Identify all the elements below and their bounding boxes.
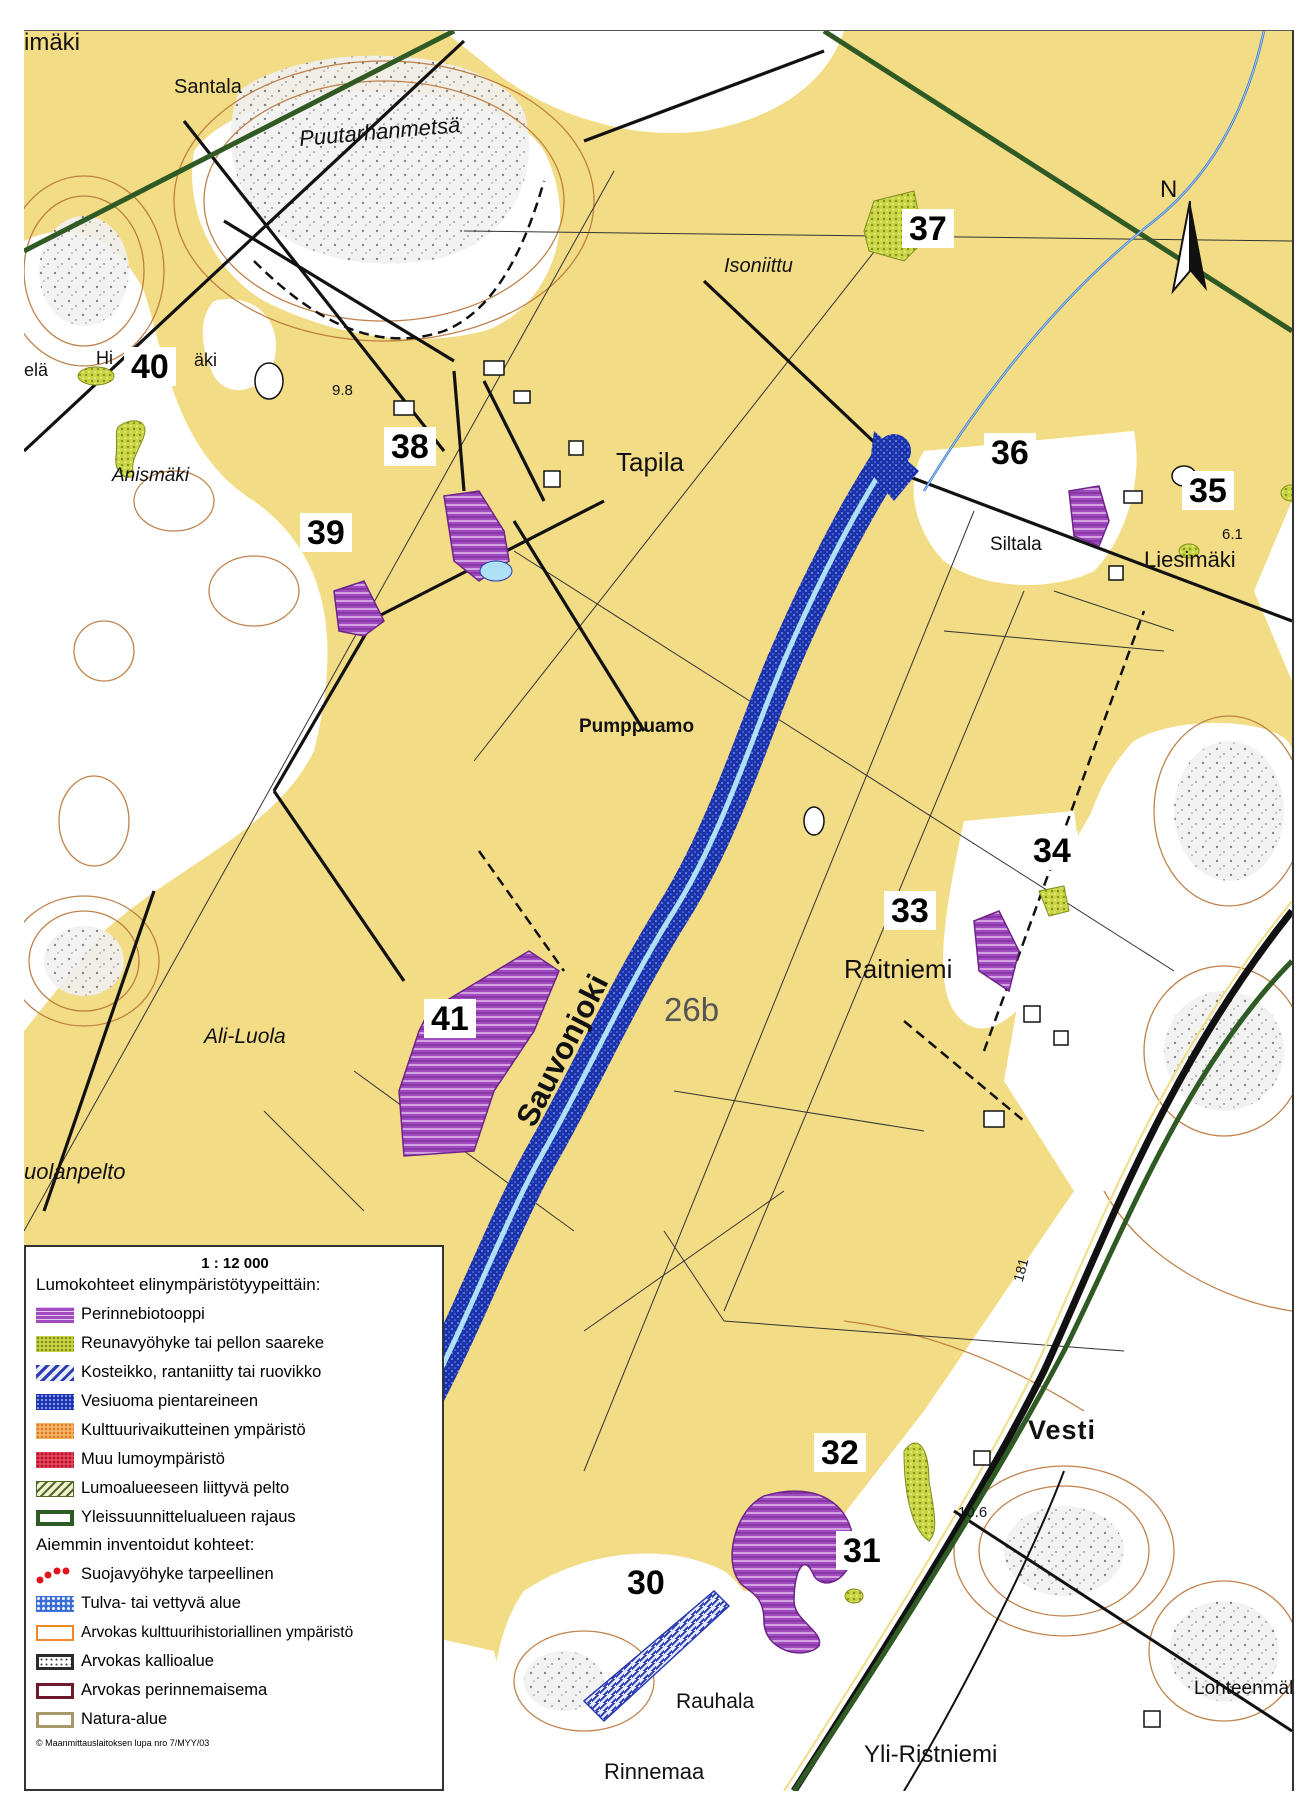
legend-label: Arvokas perinnemaisema [81, 1681, 268, 1699]
legend-label: Kosteikko, rantaniitty tai ruovikko [81, 1363, 322, 1381]
site-number-37[interactable]: 37 [902, 209, 954, 248]
blue-diagonal-swatch-icon [36, 1364, 74, 1381]
site-number-32[interactable]: 32 [814, 1433, 866, 1472]
site-number-33[interactable]: 33 [884, 891, 936, 930]
legend-row: Natura-alue [36, 1705, 434, 1734]
blue-pattern-swatch-icon [36, 1595, 74, 1612]
dark-dotted-outline-swatch-icon [36, 1653, 74, 1670]
site-number-31[interactable]: 31 [836, 1531, 888, 1570]
place-lohteenmaki: Lohteenmäki [1194, 1678, 1294, 1699]
place-ela: elä [24, 360, 49, 380]
orange-outline-swatch-icon [36, 1624, 74, 1641]
place-rauhala: Rauhala [676, 1690, 755, 1713]
legend-row: Suojavyöhyke tarpeellinen [36, 1560, 434, 1589]
place-yli-ristniemi: Yli-Ristniemi [864, 1741, 998, 1768]
legend-row: Reunavyöhyke tai pellon saareke [36, 1329, 434, 1358]
legend-row: Arvokas kulttuurihistoriallinen ympärist… [36, 1618, 434, 1647]
legend-row: Vesiuoma pientareineen [36, 1387, 434, 1416]
zone-label: 26b [664, 991, 720, 1028]
maroon-outline-swatch-icon [36, 1682, 74, 1699]
place-santala: Santala [174, 76, 242, 98]
site-number-38[interactable]: 38 [384, 427, 436, 466]
place-siltala: Siltala [990, 534, 1042, 555]
legend-label: Perinnebiotooppi [81, 1305, 205, 1323]
legend-label: Arvokas kallioalue [81, 1652, 214, 1670]
legend-copyright: © Maanmittauslaitoksen lupa nro 7/MYY/03 [36, 1738, 210, 1748]
legend-label: Vesiuoma pientareineen [81, 1392, 259, 1410]
elevation-label: 6.1 [1222, 526, 1243, 543]
orange-dotted-swatch-icon [36, 1422, 74, 1439]
legend-row: Arvokas perinnemaisema [36, 1676, 434, 1705]
contour-lines [24, 60, 1292, 1732]
legend-row: Yleissuunnittelualueen rajaus [36, 1503, 434, 1532]
site-number-36[interactable]: 36 [984, 433, 1036, 472]
green-stripe-swatch-icon [36, 1480, 74, 1497]
legend-label: Reunavyöhyke tai pellon saareke [81, 1334, 325, 1352]
elevation-label: 9.8 [332, 382, 353, 399]
place-imaki: imäki [24, 30, 81, 56]
legend-row: Muu lumoympäristö [36, 1445, 434, 1474]
elevation-label: 10.6 [958, 1504, 988, 1521]
north-arrow-icon: N [1160, 176, 1207, 295]
legend-row: Kulttuurivaikutteinen ympäristö [36, 1416, 434, 1445]
legend-heading-habitats: Lumokohteet elinympäristötyypeittäin: [36, 1275, 321, 1294]
site-number-35[interactable]: 35 [1182, 471, 1234, 510]
map-legend: 1 : 12 000 Lumokohteet elinympäristötyyp… [24, 1245, 444, 1791]
map-frame[interactable]: imäki Santala Puutarhanmetsä Isoniittu H… [24, 30, 1294, 1791]
place-ali-luola: Ali-Luola [204, 1025, 286, 1048]
pond [479, 560, 513, 582]
legend-label: Yleissuunnittelualueen rajaus [81, 1508, 296, 1526]
red-dotted-swatch-icon [36, 1451, 74, 1468]
place-rinnemaa: Rinnemaa [604, 1759, 705, 1784]
habitat-perinnebiotooppi [333, 485, 1110, 1654]
place-anismaki: Anismäki [112, 465, 190, 486]
legend-row: Kosteikko, rantaniitty tai ruovikko [36, 1358, 434, 1387]
place-vesti: Vesti [1028, 1415, 1097, 1445]
place-hiimaki-b: äki [194, 350, 218, 370]
red-dots-swatch-icon [36, 1567, 70, 1583]
place-hiimaki-a: Hi [96, 348, 113, 368]
legend-label: Muu lumoympäristö [81, 1450, 225, 1468]
legend-row: Tulva- tai vettyvä alue [36, 1589, 434, 1618]
green-dotted-swatch-icon [36, 1335, 74, 1352]
place-raitniemi: Raitniemi [844, 954, 953, 984]
purple-hatch-swatch-icon [36, 1306, 74, 1323]
place-tapila: Tapila [616, 447, 684, 477]
site-number-40[interactable]: 40 [124, 347, 176, 386]
river-sauvonjoki [397, 431, 919, 1438]
green-outline-swatch-icon [36, 1509, 74, 1526]
legend-row: Lumoalueeseen liittyvä pelto [36, 1474, 434, 1503]
place-luolanpelto: uolanpelto [24, 1159, 126, 1184]
site-number-39[interactable]: 39 [300, 513, 352, 552]
legend-label: Natura-alue [81, 1710, 168, 1728]
place-pumppuamo: Pumppuamo [579, 716, 695, 737]
legend-row: Arvokas kallioalue [36, 1647, 434, 1676]
field-parcel-lines [24, 170, 1292, 1472]
site-number-30[interactable]: 30 [620, 1563, 672, 1602]
site-number-41[interactable]: 41 [424, 999, 476, 1038]
legend-label: Lumoalueeseen liittyvä pelto [81, 1479, 290, 1497]
planning-boundary [24, 31, 1292, 1791]
habitat-reunavyohyke [77, 190, 1292, 1604]
site-number-34[interactable]: 34 [1026, 831, 1078, 870]
khaki-outline-swatch-icon [36, 1711, 74, 1728]
legend-label: Kulttuurivaikutteinen ympäristö [81, 1421, 306, 1439]
legend-label: Tulva- tai vettyvä alue [81, 1594, 241, 1612]
blue-dotted-swatch-icon [36, 1393, 74, 1410]
legend-scale: 1 : 12 000 [201, 1255, 269, 1272]
north-label: N [1160, 176, 1177, 203]
place-liesimaki: Liesimäki [1144, 547, 1236, 572]
wetland-30 [582, 1589, 731, 1723]
legend-label: Arvokas kulttuurihistoriallinen ympärist… [81, 1623, 354, 1641]
dashed-paths [253, 180, 1146, 1122]
legend-heading-previous: Aiemmin inventoidut kohteet: [36, 1535, 255, 1554]
legend-label: Suojavyöhyke tarpeellinen [81, 1565, 274, 1583]
place-isoniittu: Isoniittu [724, 255, 793, 277]
legend-row: Perinnebiotooppi [36, 1300, 434, 1329]
